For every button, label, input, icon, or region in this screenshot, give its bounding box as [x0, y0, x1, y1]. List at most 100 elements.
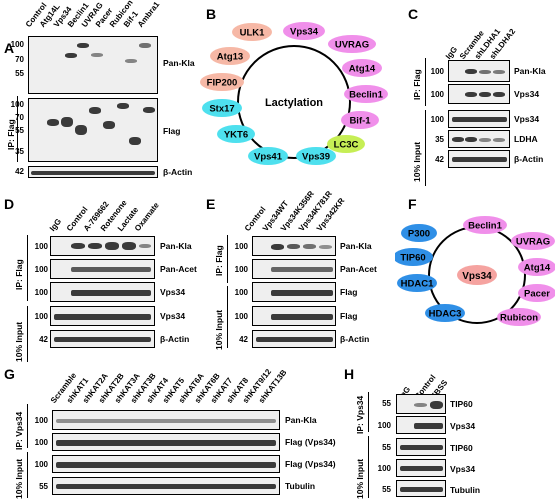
mw-marker: 55: [15, 126, 24, 135]
blot-flag-ip: [52, 433, 280, 451]
mw-marker: 100: [234, 242, 248, 251]
b-node-shape: [232, 23, 272, 41]
side-label-ip: IP: Flag: [14, 259, 24, 290]
mw-marker: 55: [382, 399, 391, 408]
bracket-line: [425, 58, 426, 106]
f-node-shape: [401, 224, 437, 242]
b-node-label: YKT6: [224, 130, 248, 141]
b-node-label: Vps41: [254, 152, 283, 163]
blot-flag-input: [52, 455, 280, 473]
network-center-label: Vps34: [462, 271, 492, 282]
mw-marker: 100: [34, 242, 48, 251]
panel-a-letter: A: [4, 40, 15, 56]
b-node: ULK1: [232, 23, 272, 41]
blot-pan-acet: [252, 259, 336, 279]
row-label: Vps34: [450, 421, 476, 431]
mw-marker: 100: [234, 265, 248, 274]
b-node-shape: [210, 47, 250, 65]
mw-marker: 70: [15, 113, 24, 122]
row-label: LDHA: [514, 134, 538, 144]
bracket-line: [27, 306, 28, 362]
lane-label: Oxamate: [132, 200, 161, 233]
blot-vps34-input: [448, 110, 510, 128]
blot-vps34-ip: [50, 282, 155, 302]
mw-marker: 100: [234, 288, 248, 297]
row-label: Flag: [340, 311, 358, 321]
f-node-label: TIP60: [400, 253, 425, 264]
b-node-label: Stx17: [209, 104, 234, 115]
panel-d-letter: D: [4, 196, 15, 212]
b-node: UVRAG: [328, 35, 376, 53]
panel-c-letter: C: [408, 6, 419, 22]
blot-tubulin: [396, 480, 446, 497]
f-node: Pacer: [518, 284, 555, 302]
blot-flag-ip: [252, 282, 336, 302]
blot-pan-kla: [28, 36, 158, 94]
f-node: HDAC3: [425, 304, 465, 322]
row-label: Vps34: [514, 114, 540, 124]
network-center-label: Lactylation: [265, 97, 323, 109]
row-label: Pan-Kla: [514, 66, 546, 76]
panel-b-letter: B: [206, 6, 217, 22]
bracket-line: [27, 404, 28, 448]
b-node-label: UVRAG: [335, 40, 369, 51]
row-label-actin: β-Actin: [163, 167, 193, 177]
b-node-label: Atg14: [349, 64, 376, 75]
f-node-shape: [463, 216, 507, 234]
f-node-shape: [497, 308, 541, 326]
blot-ldha: [448, 130, 510, 148]
row-label: Pan-Kla: [285, 415, 317, 425]
mw-marker: 100: [430, 90, 444, 99]
row-label: β-Actin: [514, 154, 544, 164]
b-node-label: LC3C: [334, 140, 359, 151]
row-label: β-Actin: [340, 334, 370, 344]
f-node-shape: [395, 248, 433, 266]
f-node-shape: [518, 284, 555, 302]
row-label: Pan-Acet: [340, 264, 377, 274]
network-ring: [237, 45, 351, 159]
mw-marker: 100: [34, 438, 48, 447]
vps34-network-diagram: Vps34 Beclin1P300UVRAGTIP60Atg14HDAC1Pac…: [395, 216, 555, 326]
mw-marker: 55: [15, 69, 24, 78]
bracket-line: [425, 110, 426, 186]
f-node-label: Atg14: [524, 263, 551, 274]
b-node-label: Atg13: [217, 52, 243, 63]
mw-marker: 70: [15, 55, 24, 64]
side-label-input: 10% Input: [355, 458, 365, 499]
panel-g-letter: G: [4, 366, 15, 382]
mw-marker: 100: [34, 288, 48, 297]
bracket-line: [17, 96, 18, 162]
side-label-ip: IP: Vps34: [14, 411, 24, 450]
side-label-ip: IP: Flag: [214, 245, 224, 276]
blot-pan-acet: [50, 259, 155, 279]
b-node-shape: [283, 22, 325, 40]
row-label: Pan-Kla: [160, 241, 192, 251]
mw-marker: 42: [435, 155, 444, 164]
b-node-label: Bif-1: [349, 116, 371, 127]
mw-marker: 100: [34, 265, 48, 274]
mw-marker: 100: [34, 416, 48, 425]
f-node-shape: [511, 232, 555, 250]
f-node-label: UVRAG: [516, 237, 550, 248]
f-node-label: HDAC3: [429, 309, 462, 320]
row-label: Vps34: [514, 89, 540, 99]
b-node-shape: [217, 125, 255, 143]
blot-actin: [252, 330, 336, 348]
mw-marker: 42: [39, 335, 48, 344]
f-node: Atg14: [518, 258, 555, 276]
row-label: Vps34: [160, 311, 186, 321]
mw-marker: 100: [34, 460, 48, 469]
blot-vps34-ip: [448, 84, 510, 104]
b-node: Vps41: [248, 147, 288, 165]
b-node-label: ULK1: [240, 28, 266, 39]
b-node-label: Vps39: [302, 152, 330, 163]
b-node: Vps39: [296, 147, 336, 165]
b-node-label: Beclin1: [349, 90, 384, 101]
mw-marker: 55: [382, 485, 391, 494]
panel-e-letter: E: [206, 196, 216, 212]
b-node-shape: [328, 35, 376, 53]
mw-marker: 100: [34, 312, 48, 321]
b-node: FIP200: [200, 73, 244, 91]
row-label: TIP60: [450, 443, 473, 453]
